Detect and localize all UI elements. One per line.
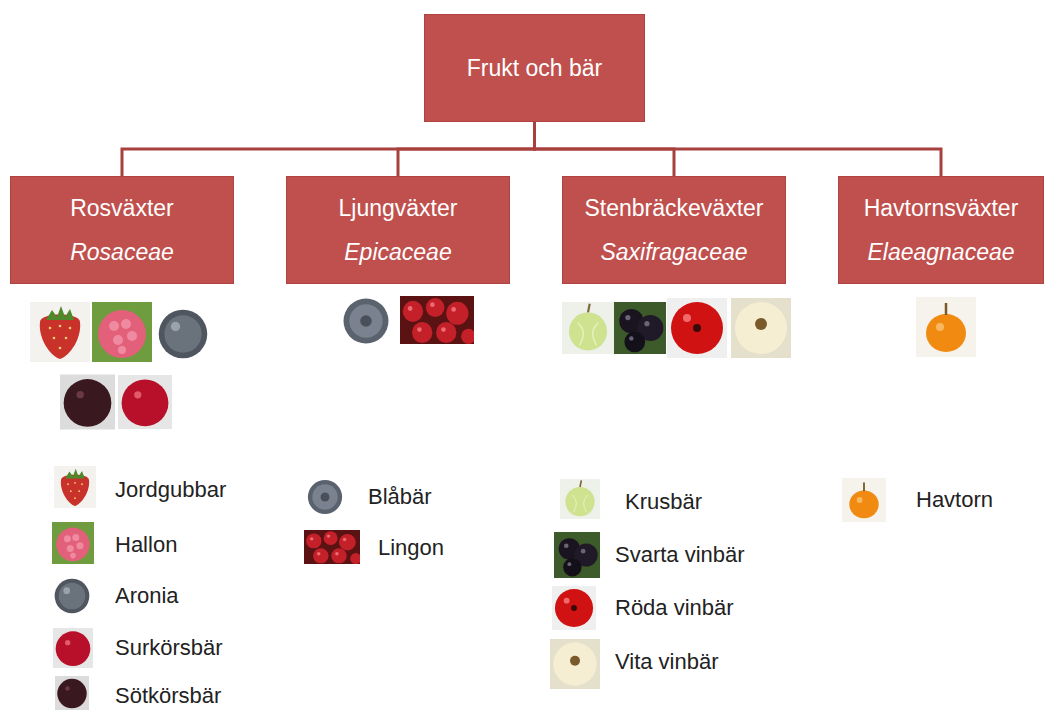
berry-label: Vita vinbär — [615, 650, 719, 674]
redcurrant-icon — [552, 586, 596, 630]
strawberry-icon — [54, 466, 96, 508]
latin-name: Epicaceae — [344, 237, 451, 267]
family-box: StenbräckeväxterSaxifragaceae — [562, 176, 786, 284]
latin-name: Elaeagnaceae — [867, 237, 1014, 267]
berry-label: Jordgubbar — [115, 478, 226, 502]
family-box: RosväxterRosaceae — [10, 176, 234, 284]
tree-connector — [122, 122, 535, 176]
berry-label: Hallon — [115, 533, 177, 557]
berry-label: Röda vinbär — [615, 596, 734, 620]
box-title: Ljungväxter — [339, 193, 458, 223]
berry-label: Lingon — [378, 536, 444, 560]
berry-label: Blåbär — [368, 485, 432, 509]
berry-label: Krusbär — [625, 490, 702, 514]
family-box: HavtornsväxterElaeagnaceae — [838, 176, 1044, 284]
aronia-picture — [155, 306, 211, 362]
berry-label: Havtorn — [916, 488, 993, 512]
redcurrant-picture — [667, 298, 727, 358]
whitecurrant-icon — [550, 639, 600, 689]
raspberry-icon — [52, 522, 94, 564]
sea-buckthorn-icon — [842, 478, 886, 522]
sweet-cherry-icon — [55, 676, 89, 710]
berry-label: Surkörsbär — [115, 636, 223, 660]
gooseberry-picture — [562, 302, 614, 354]
blueberry-icon — [306, 478, 344, 516]
sea-buckthorn-picture — [916, 297, 976, 357]
berry-label: Sötkörsbär — [115, 684, 221, 708]
box-title: Rosväxter — [70, 193, 174, 223]
sweet-cherry-picture — [60, 375, 115, 430]
family-box: LjungväxterEpicaceae — [286, 176, 510, 284]
blueberry-picture — [341, 296, 391, 346]
berry-label: Svarta vinbär — [615, 543, 745, 567]
root-box: Frukt och bär — [424, 14, 645, 122]
latin-name: Rosaceae — [70, 237, 174, 267]
box-title: Havtornsväxter — [864, 193, 1019, 223]
gooseberry-icon — [560, 479, 600, 519]
aronia-icon — [52, 576, 92, 616]
latin-name: Saxifragaceae — [600, 237, 747, 267]
raspberry-picture — [92, 302, 152, 362]
blackcurrant-picture — [614, 302, 666, 354]
sour-cherry-picture — [118, 375, 172, 429]
blackcurrant-icon — [554, 532, 600, 578]
box-title: Stenbräckeväxter — [585, 193, 764, 223]
berry-label: Aronia — [115, 584, 179, 608]
sour-cherry-icon — [53, 628, 93, 668]
tree-connector — [535, 122, 942, 176]
box-title: Frukt och bär — [467, 53, 603, 83]
whitecurrant-picture — [731, 298, 791, 358]
tree-connector — [398, 122, 535, 176]
lingonberry-icon — [304, 530, 361, 564]
strawberry-picture — [30, 302, 90, 362]
lingonberry-picture — [400, 296, 476, 344]
